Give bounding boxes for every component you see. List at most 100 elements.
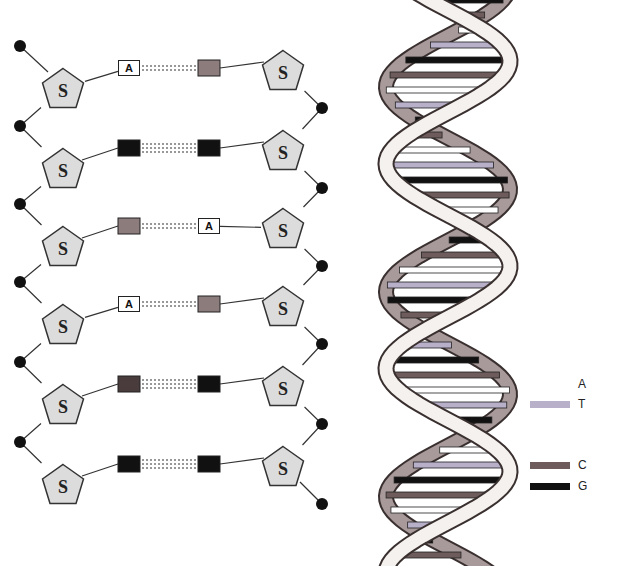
base-block (198, 60, 220, 76)
legend-item: T (530, 397, 585, 411)
phosphate-dot (14, 436, 26, 448)
sugar-base-bond (85, 71, 118, 81)
phosphate-dot (14, 356, 26, 368)
sugar-pentagon: S (261, 365, 305, 407)
phosphate-dot (316, 260, 328, 272)
sugar-base-bond (82, 226, 118, 238)
sugar-label: S (278, 57, 288, 84)
hydrogen-bond (142, 301, 196, 302)
hydrogen-bond (142, 305, 196, 306)
sugar-base-bond (82, 148, 118, 160)
base-pair-rung (387, 282, 500, 288)
base-block (198, 376, 220, 392)
sugar-pentagon: S (41, 383, 85, 425)
hydrogen-bond (142, 463, 196, 464)
legend-label: A (578, 377, 586, 391)
sugar-label: S (278, 373, 288, 400)
hydrogen-bond (142, 387, 196, 388)
sugar-pentagon: S (261, 129, 305, 171)
sugar-base-bond (220, 142, 264, 148)
sugar-pentagon: S (41, 303, 85, 345)
legend-swatch (530, 401, 570, 408)
base-pair-rung (388, 357, 478, 363)
hydrogen-bond (142, 69, 196, 70)
base-pair-rung (399, 267, 509, 273)
base-block (198, 456, 220, 472)
base-pair-rung (413, 462, 509, 468)
sugar-base-bond (220, 62, 264, 68)
base-pair-rung (394, 177, 508, 183)
sugar-label: S (58, 233, 68, 260)
sugar-pentagon: S (41, 67, 85, 109)
phosphate-dot (316, 102, 328, 114)
sugar-pentagon: S (41, 463, 85, 505)
helix-strand-outline (386, 0, 510, 566)
hydrogen-bond (142, 379, 196, 380)
base-pair-rung (390, 72, 505, 78)
base-letter: A (125, 63, 133, 74)
phosphate-dot (14, 276, 26, 288)
base-block (118, 140, 140, 156)
sugar-label: S (278, 215, 288, 242)
base-pair-rung (406, 57, 510, 63)
phosphate-dot (14, 40, 26, 52)
sugar-base-bond (85, 307, 118, 317)
sugar-base-bond (82, 384, 118, 396)
legend-swatch (530, 381, 570, 388)
base-pair-rung (394, 477, 508, 483)
helix-front-strand (386, 0, 510, 566)
sugar-pentagon: S (261, 285, 305, 327)
legend-label: C (578, 458, 587, 472)
sugar-label: S (58, 311, 68, 338)
base-letter: A (205, 221, 213, 232)
legend-item: G (530, 479, 587, 493)
hydrogen-bond (142, 147, 196, 148)
legend-swatch (530, 462, 570, 469)
sugar-base-bond (220, 458, 264, 464)
hydrogen-bond (142, 227, 196, 228)
sugar-base-bond (220, 378, 264, 384)
sugar-label: S (58, 155, 68, 182)
sugar-pentagon: S (261, 49, 305, 91)
sugar-base-bond (220, 298, 264, 304)
sugar-pentagon: S (41, 225, 85, 267)
base-block (118, 376, 140, 392)
phosphate-dot (14, 120, 26, 132)
phosphate-dot (316, 418, 328, 430)
hydrogen-bond (142, 151, 196, 152)
sugar-label: S (58, 471, 68, 498)
sugar-label: S (58, 75, 68, 102)
legend-swatch (530, 483, 570, 490)
helix-strand-outline (386, 0, 510, 566)
sugar-label: S (278, 293, 288, 320)
base-box: A (198, 218, 220, 234)
sugar-base-bond (82, 464, 118, 476)
legend-item: C (530, 458, 587, 472)
hydrogen-bond (142, 223, 196, 224)
sugar-label: S (278, 137, 288, 164)
helix-back-strand (386, 0, 510, 566)
hydrogen-bond (142, 459, 196, 460)
base-letter: A (125, 299, 133, 310)
base-block (198, 296, 220, 312)
phosphate-dot (316, 182, 328, 194)
hydrogen-bond (142, 65, 196, 66)
base-block (198, 140, 220, 156)
base-pair-rung (386, 162, 493, 168)
phosphate-dot (316, 338, 328, 350)
base-block (118, 456, 140, 472)
hydrogen-bond (142, 383, 196, 384)
sugar-pentagon: S (41, 147, 85, 189)
hydrogen-bond (142, 143, 196, 144)
legend-label: T (578, 397, 585, 411)
phosphate-dot (316, 498, 328, 510)
phosphate-dot (14, 198, 26, 210)
base-block (118, 218, 140, 234)
base-box: A (118, 60, 140, 76)
base-box: A (118, 296, 140, 312)
sugar-label: S (58, 391, 68, 418)
sugar-label: S (278, 453, 288, 480)
